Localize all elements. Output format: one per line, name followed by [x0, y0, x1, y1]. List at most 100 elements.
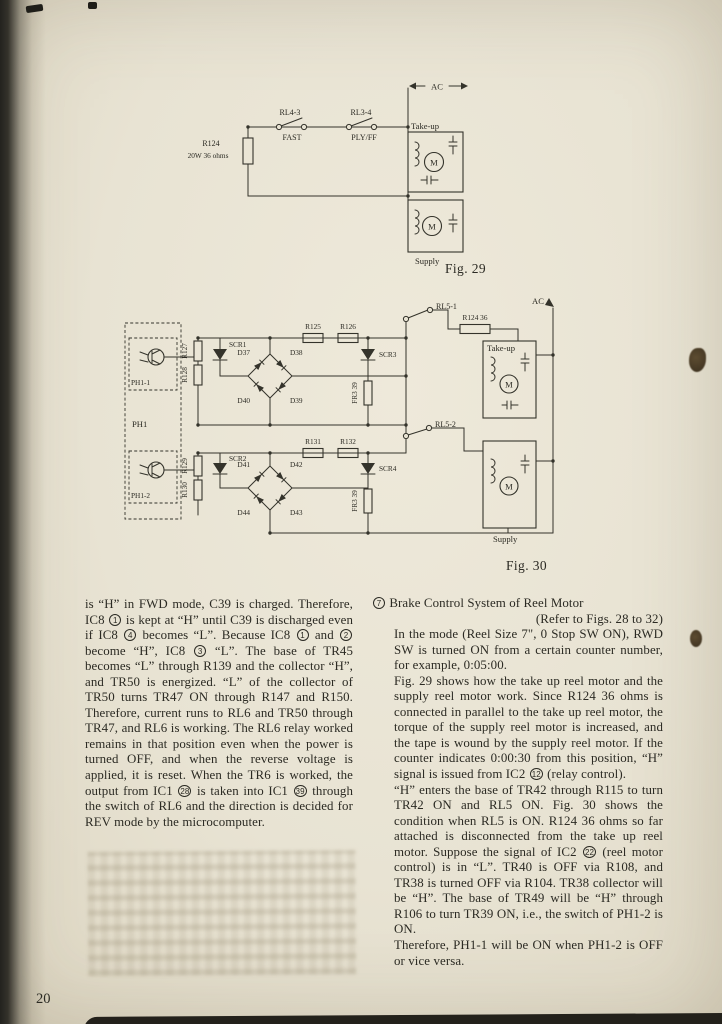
- fig29-takeup-capacitors: [420, 135, 458, 185]
- fig30-d42-label: D42: [290, 460, 303, 469]
- fig30-supply-motor-label: M: [505, 482, 513, 492]
- circled-number: 2: [340, 629, 352, 642]
- fig30-rl5-2-label: RL5-2: [435, 420, 456, 429]
- fig30-takeup-box: [482, 340, 537, 419]
- fig30-d39-label: D39: [290, 396, 303, 405]
- fig30-diode-bridge-top: [247, 353, 293, 399]
- body-paragraph: In the mode (Reel Size 7", 0 Stop SW ON)…: [394, 627, 663, 673]
- right-text-column: 7 Brake Control System of Reel Motor (Re…: [372, 596, 663, 969]
- fig30-resistor-fr3-lower: [363, 488, 373, 514]
- fig30-resistor-r129: [193, 455, 203, 477]
- fig30-d37-label: D37: [237, 348, 250, 357]
- circled-number: 28: [178, 784, 192, 797]
- fig29-supply-box: [407, 199, 464, 253]
- fig30-resistor-r132: [337, 447, 359, 459]
- scan-artifact-blob: [690, 630, 702, 647]
- fig30-switch-rl5-2: [402, 424, 433, 440]
- fig30-r125-label: R125: [305, 322, 321, 331]
- scan-artifact-blob: [689, 348, 706, 372]
- refer-note: (Refer to Figs. 28 to 32): [535, 611, 663, 626]
- fig30-ac-label: AC: [532, 296, 544, 306]
- fig30-supply-motor: [490, 458, 519, 496]
- fig29-takeup-motor: [414, 141, 445, 173]
- fig29-caption: Fig. 29: [445, 261, 487, 276]
- fig30-scr4-label: SCR4: [379, 464, 397, 473]
- fig30-ph1-1-label: PH1-1: [131, 378, 150, 387]
- circled-number: 1: [109, 613, 122, 626]
- fig30-ph1-enclosure: [124, 322, 182, 520]
- fig30-r130-label: R130: [180, 482, 189, 498]
- fig30-ph1-2-box: [128, 450, 178, 504]
- fig30-supply-capacitor: [520, 454, 530, 474]
- circled-number: 1: [296, 629, 309, 642]
- fig30-r129-label: R129: [180, 458, 189, 474]
- fig30-r132-label: R132: [340, 437, 356, 446]
- fig29-plyff-label: PLY/FF: [351, 133, 377, 142]
- fig30-caption: Fig. 30: [506, 558, 548, 573]
- fig30-scr1: [212, 349, 228, 361]
- fig30-takeup-label: Take-up: [487, 343, 515, 353]
- fig30-scr3-label: SCR3: [379, 350, 397, 359]
- fig29-r124-label: R124: [202, 139, 219, 148]
- fig29-wiring: [246, 82, 468, 201]
- circled-number: 7: [373, 597, 385, 609]
- fig30-scr2-label: SCR2: [229, 454, 247, 463]
- fig29-takeup-label: Take-up: [411, 121, 439, 131]
- fig30-ph1-1-box: [128, 337, 178, 391]
- body-paragraph: “H” enters the base of TR42 through R115…: [394, 782, 663, 937]
- fig30-d44-label: D44: [237, 508, 250, 517]
- fig30-ph1-1-photosensor: [139, 348, 165, 366]
- fig30-resistor-r125: [302, 332, 324, 344]
- fig30-r127-label: R127: [180, 343, 189, 359]
- scan-artifact-mark: [88, 2, 97, 9]
- fig30-supply-box: [482, 440, 537, 529]
- figure-30-schematic: PH1 PH1-1 PH1-2 R127 R128 R129 R: [108, 293, 568, 578]
- fig30-ac-arrow: [545, 298, 554, 307]
- fig30-takeup-motor-label: M: [505, 380, 513, 390]
- circled-number: 12: [529, 768, 543, 781]
- fig30-resistor-r130: [193, 479, 203, 501]
- fig29-fast-label: FAST: [283, 133, 302, 142]
- fig29-ac-label: AC: [431, 82, 443, 92]
- scan-left-edge-shadow: [0, 0, 46, 1024]
- fig29-switch-rl4-3: [275, 117, 308, 131]
- left-text-column: is “H” in FWD mode, C39 is charged. Ther…: [85, 597, 353, 830]
- fig30-resistor-r131: [302, 447, 324, 459]
- body-paragraph: is “H” in FWD mode, C39 is charged. Ther…: [85, 597, 354, 829]
- fig30-resistor-r127: [193, 340, 203, 362]
- fig30-resistor-fr3-upper: [363, 380, 373, 406]
- fig30-d40-label: D40: [237, 396, 250, 405]
- fig30-fr3-upper-label: FR3 39: [350, 382, 359, 404]
- fig30-r126-label: R126: [340, 322, 356, 331]
- fig30-d38-label: D38: [290, 348, 303, 357]
- fig29-switch-rl3-4: [345, 117, 378, 131]
- fig30-rl5-1-label: RL5-1: [436, 302, 457, 311]
- fig30-r124-36-label: R124 36: [463, 313, 488, 322]
- fig30-scr1-label: SCR1: [229, 340, 247, 349]
- bleed-through-smudge: [87, 850, 357, 976]
- fig30-resistor-r128: [193, 364, 203, 386]
- fig30-diode-bridge-bottom: [247, 465, 293, 511]
- fig30-d41-label: D41: [237, 460, 250, 469]
- fig30-wiring: [163, 307, 555, 535]
- page-number: 20: [36, 991, 51, 1007]
- fig30-scr4: [360, 463, 376, 475]
- fig29-takeup-motor-label: M: [430, 158, 438, 168]
- circled-number: 39: [293, 784, 307, 797]
- fig30-resistor-r124-36: [459, 323, 491, 335]
- fig30-scr2: [212, 463, 228, 475]
- fig29-r124-value-label: 20W 36 ohms: [188, 151, 229, 160]
- fig29-takeup-box: [407, 131, 464, 193]
- figure-29-schematic: AC RL4-3 FAST RL3-4 PLY/FF R124 20W 36 o…: [163, 76, 535, 276]
- fig29-supply-motor-label: M: [428, 222, 436, 232]
- circled-number: 22: [582, 845, 597, 858]
- fig29-rl4-3-label: RL4-3: [280, 108, 301, 117]
- fig29-supply-label: Supply: [415, 256, 440, 266]
- fig29-resistor-r124: [242, 137, 254, 165]
- circled-number: 3: [194, 644, 207, 657]
- fig30-ph1-2-label: PH1-2: [131, 491, 150, 500]
- scan-bottom-edge: [83, 1013, 722, 1024]
- fig30-ph1-2-photosensor: [139, 461, 165, 479]
- fig29-rl3-4-label: RL3-4: [351, 108, 372, 117]
